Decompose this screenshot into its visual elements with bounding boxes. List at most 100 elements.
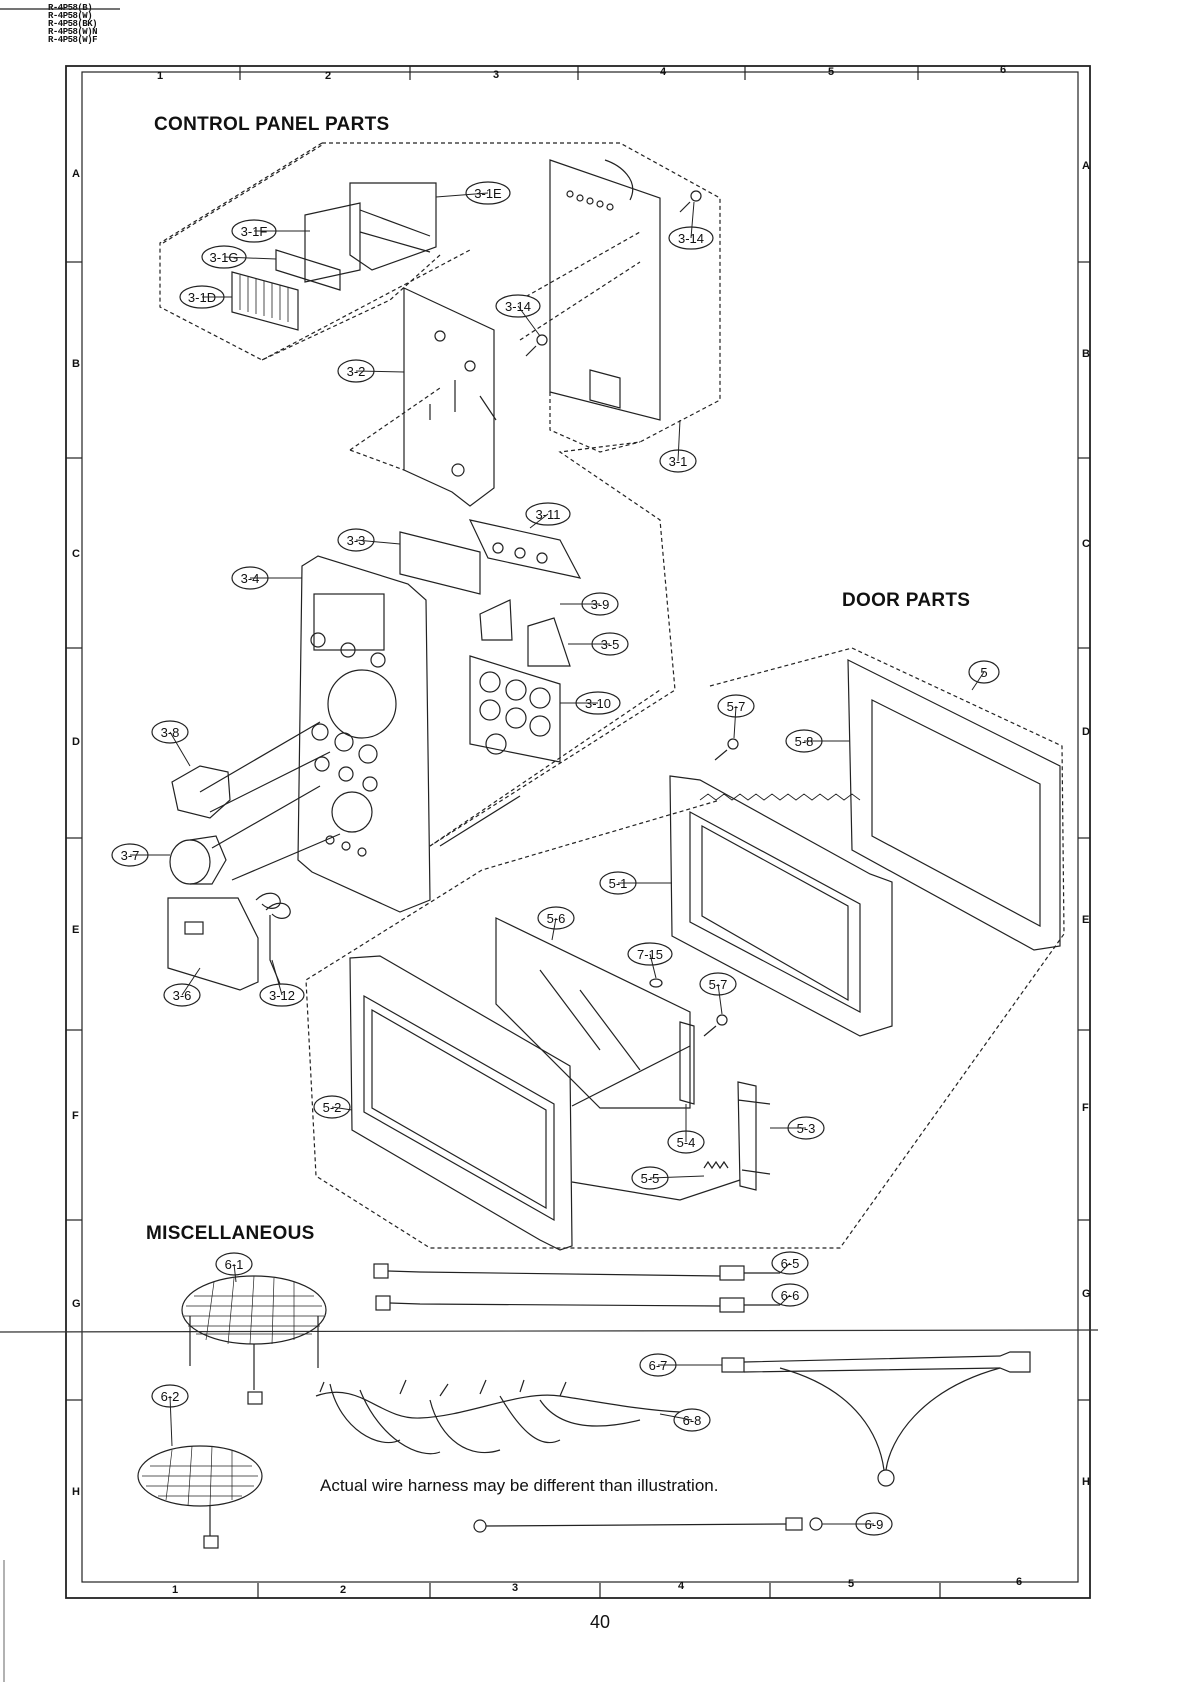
switch-strip [468, 519, 582, 579]
callout-leader [649, 953, 657, 979]
row-label: E [72, 924, 80, 936]
ring-terminal [473, 1519, 487, 1533]
model-list: R-4P58(B) R-4P58(W) R-4P58(BK) R-4P58(W)… [48, 3, 98, 45]
column-label: 3 [493, 69, 500, 81]
column-ticks [239, 66, 941, 1598]
display-opening [313, 593, 385, 651]
callout-leader [169, 731, 191, 767]
column-label: 6 [1000, 64, 1007, 76]
control-group-boundary [159, 142, 441, 361]
control-panel-frame [297, 555, 431, 913]
row-label: B [72, 358, 80, 370]
connector-end [375, 1295, 391, 1311]
callout-leader [717, 983, 723, 1015]
callout-leader [690, 201, 695, 239]
callout-leader [649, 1175, 705, 1179]
latch-plate [679, 1021, 695, 1105]
column-label: 4 [678, 1580, 685, 1592]
callout-label: 3-1 [669, 454, 688, 469]
column-label: 4 [660, 66, 667, 78]
row-label: C [1082, 538, 1090, 550]
callout-leader [355, 370, 405, 373]
button-block [469, 655, 561, 763]
row-label: F [72, 1110, 79, 1122]
callout-leader [677, 419, 681, 462]
control-group-boundary [322, 142, 721, 847]
callout-leader [517, 305, 541, 337]
row-label: A [1082, 160, 1090, 172]
model-number: R-4P58(BK) [48, 19, 98, 29]
callout-leader [435, 192, 489, 198]
latch-head [737, 1081, 771, 1191]
rack-low [137, 1445, 263, 1507]
section-title: MISCELLANEOUS [146, 1223, 315, 1244]
callout-label: 5-5 [641, 1171, 660, 1186]
heatsink-part [231, 271, 299, 331]
connector-end [373, 1263, 389, 1279]
callout-leader [355, 539, 401, 545]
callout-leader [223, 256, 277, 260]
callout-leader [169, 1395, 173, 1447]
callout-leader [779, 1294, 791, 1306]
column-label: 5 [848, 1578, 855, 1590]
wire-harness [315, 1391, 681, 1419]
row-ticks [66, 261, 1090, 1401]
lens-part [171, 765, 231, 819]
column-label: 5 [828, 66, 835, 78]
door-glass [495, 917, 691, 1109]
row-label: H [1082, 1476, 1090, 1488]
model-number: R-4P58(B) [48, 3, 93, 13]
column-label: 1 [157, 70, 164, 82]
section-title: DOOR PARTS [842, 590, 971, 611]
callout-leader [659, 1413, 693, 1421]
callout-leader [331, 1106, 353, 1111]
inner-frame [81, 71, 1079, 1583]
row-label: D [1082, 726, 1090, 738]
callout-leader [181, 967, 201, 996]
door-front [349, 955, 573, 1251]
section-title: CONTROL PANEL PARTS [154, 114, 390, 135]
callout-leader [733, 705, 737, 739]
callout-leader [551, 917, 557, 941]
row-label: B [1082, 348, 1090, 360]
callout-leader [779, 1262, 791, 1274]
callout-leader [971, 671, 985, 691]
row-label: C [72, 548, 80, 560]
row-label: H [72, 1486, 80, 1498]
row-label: A [72, 168, 80, 180]
row-label: G [72, 1298, 81, 1310]
column-label: 6 [1016, 1576, 1023, 1588]
row-label: G [1082, 1288, 1091, 1300]
callout-label: 6-8 [683, 1413, 702, 1428]
callout-label: 3-14 [678, 231, 704, 246]
door-group-boundary [305, 647, 1065, 1249]
connector-part [304, 202, 361, 283]
row-label: D [72, 736, 80, 748]
column-label: 2 [325, 70, 332, 82]
callout-leader [529, 513, 549, 529]
model-number: R-4P58(W)N [48, 27, 98, 37]
callout-label: 5-4 [677, 1135, 696, 1150]
model-number: R-4P58(W)F [48, 35, 98, 45]
connector-part [349, 182, 437, 271]
column-label: 2 [340, 1584, 347, 1596]
door-choke [669, 775, 893, 1037]
display-window [399, 531, 481, 595]
row-label: F [1082, 1102, 1089, 1114]
model-number: R-4P58(W) [48, 11, 93, 21]
latch-part [527, 617, 571, 667]
scan-line [0, 1329, 1099, 1333]
callout-label: 3-12 [269, 988, 295, 1003]
main-board [549, 159, 661, 421]
strip-part [275, 249, 341, 291]
callout-leader [271, 959, 283, 996]
knob-part [169, 839, 211, 885]
door-button [167, 897, 259, 991]
page-number: 40 [590, 1612, 611, 1632]
connector-end [721, 1357, 745, 1373]
row-label: E [1082, 914, 1090, 926]
callout-bubble: 3-14 [668, 226, 714, 250]
column-label: 3 [512, 1582, 519, 1594]
